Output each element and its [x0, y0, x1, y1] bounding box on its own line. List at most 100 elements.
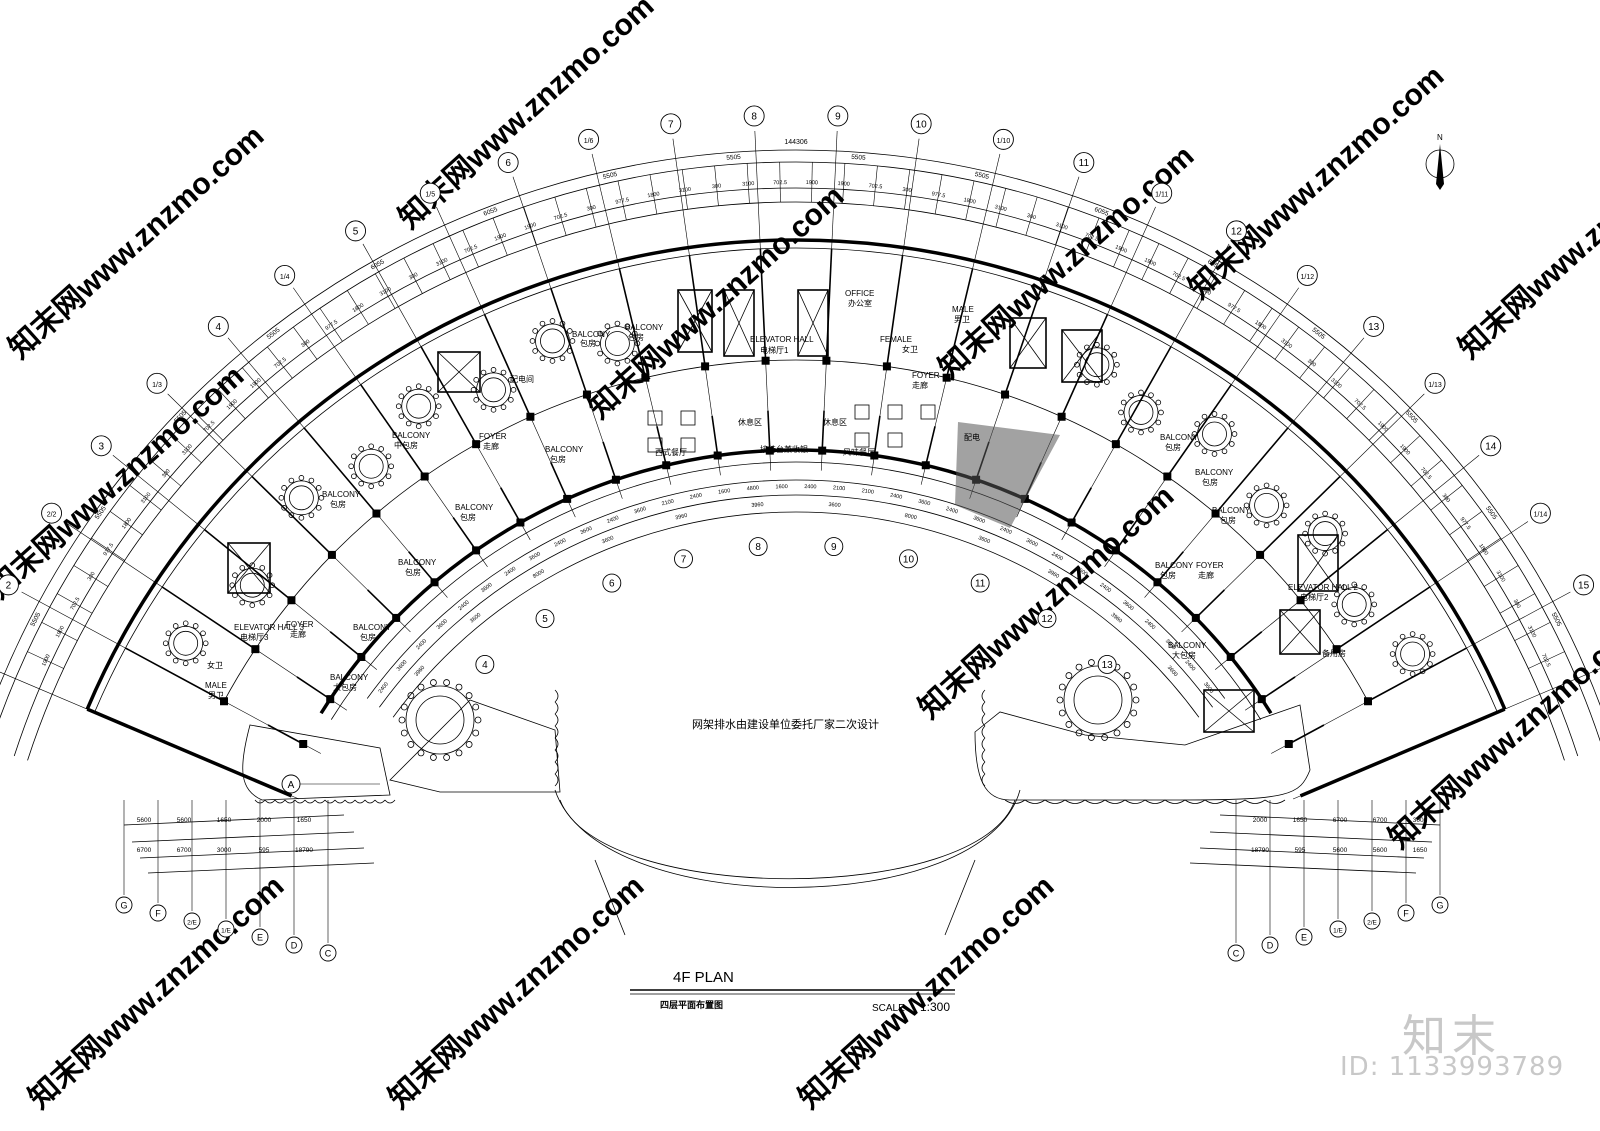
chair — [500, 404, 507, 410]
room-partition — [759, 248, 767, 361]
courtyard-leader — [594, 859, 626, 936]
column — [582, 390, 591, 399]
chair — [1334, 591, 1340, 598]
watermark: 知末网www.znzmo.com — [383, 869, 651, 1115]
chair — [308, 477, 315, 484]
inner-dimension: 3600 — [1075, 566, 1089, 578]
chair — [259, 599, 266, 606]
chair — [624, 323, 631, 329]
chair — [631, 330, 638, 337]
dimension-tick — [462, 230, 479, 268]
column — [1191, 613, 1200, 622]
room-partition — [1300, 529, 1389, 601]
inner-dimension: 3600 — [1121, 600, 1134, 612]
round-table-top — [1128, 400, 1154, 425]
chair — [480, 369, 487, 376]
scallop — [554, 737, 559, 751]
core-cross — [723, 289, 755, 357]
label-balcony: BALCONY — [353, 623, 392, 632]
dimension-tick — [1169, 257, 1189, 294]
inner-dimension: 1600 — [775, 484, 787, 490]
chair — [1409, 671, 1416, 677]
column — [1226, 652, 1235, 661]
chair — [415, 383, 422, 389]
label-male-left-cn: 男卫 — [208, 691, 224, 700]
room-partition — [125, 647, 225, 702]
span-dimension: 5505 — [602, 171, 618, 181]
inner-dimension: 2400 — [457, 600, 470, 612]
inner-dimension: 3600 — [1025, 538, 1039, 549]
inner-axis-label: 10 — [903, 554, 915, 565]
inner-dimension: 2400 — [1098, 582, 1111, 594]
chair — [425, 420, 432, 427]
dimension-tick — [617, 180, 627, 221]
room-partition — [1115, 517, 1140, 551]
label-elevator-hall-2-cn: 电梯厅2 — [1300, 592, 1329, 602]
chair — [1201, 413, 1208, 420]
fan-dimension: 6700 — [1333, 817, 1348, 824]
round-table-top — [540, 328, 565, 354]
inner-dimension: 2400 — [945, 506, 958, 515]
chair — [278, 495, 285, 501]
axis-label: D — [291, 941, 298, 951]
plan-title: 4F PLAN — [673, 969, 734, 986]
scallop — [554, 749, 559, 763]
inner-dimension: 1600 — [718, 488, 731, 496]
scallop — [554, 713, 559, 727]
label-mid-room: 中包房 — [394, 440, 418, 450]
inner-axis-label: 6 — [609, 579, 615, 590]
label-male-top: MALE — [952, 305, 974, 314]
axis-bubble — [1573, 574, 1595, 596]
dimension-tick — [934, 174, 943, 215]
chair — [281, 505, 287, 511]
column — [870, 451, 879, 460]
chair — [1101, 734, 1108, 741]
dimension-tick — [1249, 308, 1273, 342]
fan-dimension-line — [1209, 831, 1433, 843]
dimension-tick — [27, 651, 64, 669]
axis-bubble — [578, 128, 600, 150]
scale-value: 1:300 — [920, 1000, 950, 1014]
dimension-tick — [403, 257, 423, 294]
axis-label: 1/14 — [1534, 512, 1548, 519]
chair — [604, 358, 611, 364]
chair — [1118, 409, 1124, 416]
inner-wall-face — [330, 461, 1262, 720]
dimension-tick — [1025, 196, 1038, 236]
chair — [232, 572, 238, 578]
column — [1257, 695, 1266, 704]
chair — [549, 358, 556, 364]
chair — [433, 393, 439, 399]
corridor-outer-line — [221, 359, 1371, 706]
dimension-tick — [1223, 290, 1245, 325]
balcony-wing — [389, 699, 561, 793]
inner-dimension: 3600 — [396, 659, 409, 672]
scallop — [1224, 799, 1246, 804]
chair — [597, 350, 603, 357]
chair — [1368, 591, 1375, 598]
chair — [405, 420, 412, 427]
chair — [172, 657, 179, 664]
fan-dimension: 5600 — [1373, 847, 1388, 854]
dimension-tick — [1390, 435, 1421, 464]
chair — [430, 754, 437, 761]
chair — [1312, 513, 1318, 520]
column — [327, 550, 336, 559]
core-box — [677, 289, 713, 353]
outer-wall-inner — [94, 247, 1498, 713]
column — [1363, 697, 1372, 706]
inner-dimension-arc — [366, 479, 1226, 699]
label-private: 包房 — [1165, 442, 1181, 452]
round-table — [1336, 587, 1372, 622]
chair — [443, 754, 450, 761]
scallop — [1164, 799, 1186, 804]
chair — [368, 443, 374, 450]
axis-bubble — [146, 372, 168, 394]
axis-bubble — [1363, 912, 1381, 930]
axis-label: F — [1403, 909, 1409, 919]
room-partition — [1166, 384, 1232, 477]
chair — [614, 320, 621, 327]
balcony-wing — [242, 724, 391, 801]
axis-label: 1/10 — [997, 138, 1011, 145]
room-partition — [1336, 586, 1431, 650]
